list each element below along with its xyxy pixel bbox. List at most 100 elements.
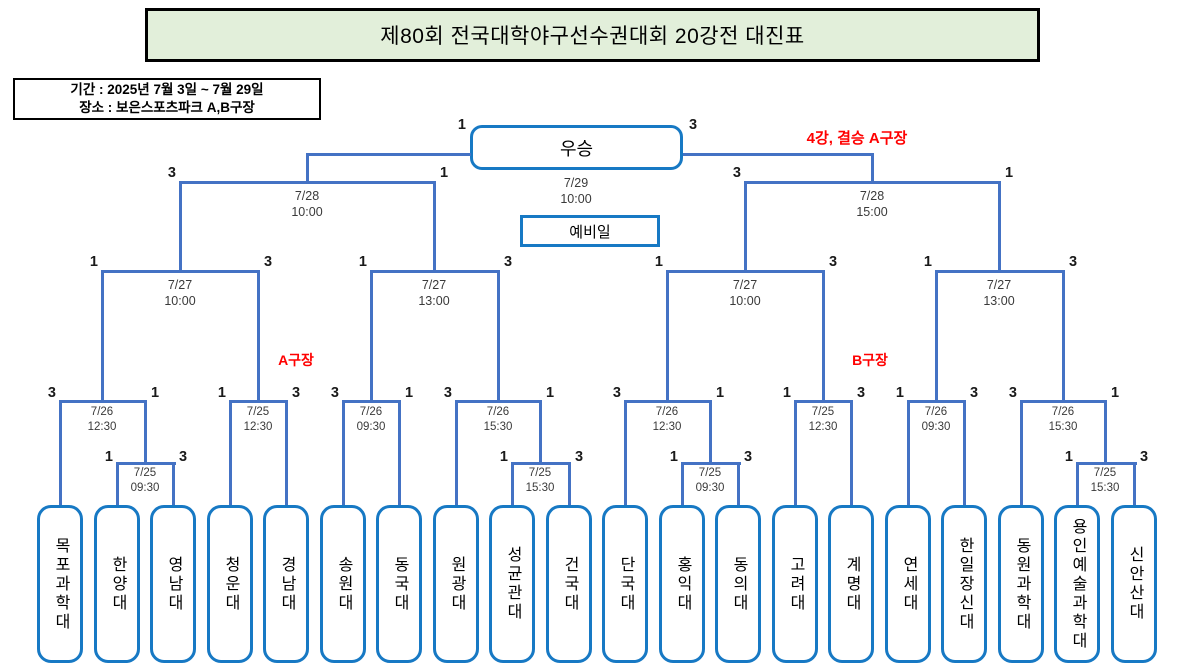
pi2-score-left: 1	[499, 449, 508, 465]
pi4-score-right: 3	[1140, 449, 1149, 465]
sf2-score-right: 1	[1005, 165, 1014, 181]
r16-3-date: 7/26 09:30	[336, 405, 406, 435]
time: 09:30	[356, 420, 386, 433]
bracket-line	[59, 400, 62, 505]
zone-b-label: B구장	[852, 352, 888, 368]
team-name: 고려대	[787, 555, 804, 613]
team-name: 신안산대	[1126, 546, 1143, 622]
pi3-date: 7/25 09:30	[675, 466, 745, 496]
team-box: 영남대	[150, 505, 196, 663]
bracket-line	[398, 400, 401, 505]
team-name: 송원대	[335, 555, 352, 613]
team-box: 용인예술과학대	[1054, 505, 1100, 663]
bracket-line	[1076, 462, 1079, 505]
team-box: 고려대	[772, 505, 818, 663]
team-box: 신안산대	[1111, 505, 1157, 663]
date: 7/27	[421, 278, 447, 292]
r16-3-score-left: 3	[330, 385, 339, 401]
bracket-line	[179, 181, 436, 184]
time: 13:00	[418, 294, 450, 309]
pi1-date: 7/25 09:30	[110, 466, 180, 496]
date: 7/25	[1093, 467, 1117, 479]
r16-6-date: 7/25 12:30	[788, 405, 858, 435]
team-name: 경남대	[278, 555, 295, 613]
qf1-score-left: 1	[89, 254, 98, 270]
bracket-line	[116, 462, 176, 465]
r16-4-score-left: 3	[443, 385, 452, 401]
bracket-line	[370, 270, 373, 403]
r16-2-score-left: 1	[217, 385, 226, 401]
date: 7/25	[133, 467, 157, 479]
team-box: 목포과학대	[37, 505, 83, 663]
time: 10:00	[729, 294, 761, 309]
sf1-score-left: 3	[167, 165, 176, 181]
bracket-line	[511, 462, 571, 465]
time: 13:00	[983, 294, 1015, 309]
qf1-score-right: 3	[264, 254, 273, 270]
team-box: 동국대	[376, 505, 422, 663]
time: 12:30	[808, 420, 838, 433]
team-name: 한양대	[109, 555, 126, 613]
bracket-line	[935, 270, 938, 403]
r16-3-score-right: 1	[405, 385, 414, 401]
sf2-score-left: 3	[732, 165, 741, 181]
bracket-line	[455, 400, 458, 505]
r16-6-score-left: 1	[782, 385, 791, 401]
bracket-line	[144, 400, 147, 465]
bracket-line	[1020, 400, 1023, 505]
qf3-date: 7/27 10:00	[710, 277, 780, 310]
pi1-score-left: 1	[104, 449, 113, 465]
bracket-line	[1076, 462, 1137, 465]
qf3-score-left: 1	[654, 254, 663, 270]
final-score-right: 3	[689, 117, 698, 133]
team-box: 원광대	[433, 505, 479, 663]
date: 7/28	[294, 189, 320, 203]
bracket-line	[666, 270, 669, 403]
team-name: 동국대	[391, 555, 408, 613]
time: 10:00	[164, 294, 196, 309]
team-name: 연세대	[900, 555, 917, 613]
r16-4-score-right: 1	[546, 385, 555, 401]
bracket-line	[101, 270, 260, 273]
bracket-line	[307, 153, 471, 156]
date: 7/25	[811, 406, 835, 418]
date: 7/27	[986, 278, 1012, 292]
bracket-line	[681, 462, 741, 465]
sf2-date: 7/28 15:00	[837, 188, 907, 221]
qf4-score-right: 3	[1069, 254, 1078, 270]
bracket-line	[624, 400, 627, 505]
r16-2-score-right: 3	[292, 385, 301, 401]
r16-1-date: 7/26 12:30	[67, 405, 137, 435]
sf1-date: 7/28 10:00	[272, 188, 342, 221]
bracket-line	[998, 181, 1001, 273]
r16-6-score-right: 3	[857, 385, 866, 401]
date: 7/26	[359, 406, 383, 418]
qf2-score-left: 1	[358, 254, 367, 270]
pi4-score-left: 1	[1064, 449, 1073, 465]
date: 7/26	[486, 406, 510, 418]
bracket-line	[744, 181, 1001, 184]
bracket-line	[306, 153, 309, 184]
time: 09:30	[130, 481, 160, 494]
pi2-score-right: 3	[575, 449, 584, 465]
bracket-line	[511, 462, 514, 505]
r16-8-score-left: 3	[1008, 385, 1017, 401]
pi1-score-right: 3	[179, 449, 188, 465]
bracket-line	[907, 400, 966, 403]
bracket-line	[666, 270, 825, 273]
bracket-line	[342, 400, 401, 403]
reserve-day-box: 예비일	[520, 215, 660, 247]
date: 7/26	[90, 406, 114, 418]
team-box: 청운대	[207, 505, 253, 663]
pi4-date: 7/25 15:30	[1070, 466, 1140, 496]
bracket-line	[229, 400, 232, 505]
date: 7/26	[655, 406, 679, 418]
r16-7-score-right: 3	[970, 385, 979, 401]
bracket-line	[1062, 270, 1065, 403]
title-box: 제80회 전국대학야구선수권대회 20강전 대진표	[145, 8, 1040, 62]
bracket-line	[709, 400, 712, 465]
team-name: 건국대	[561, 555, 578, 613]
reserve-day-label: 예비일	[569, 223, 611, 241]
final-venue-note: 4강, 결승 A구장	[806, 130, 908, 147]
